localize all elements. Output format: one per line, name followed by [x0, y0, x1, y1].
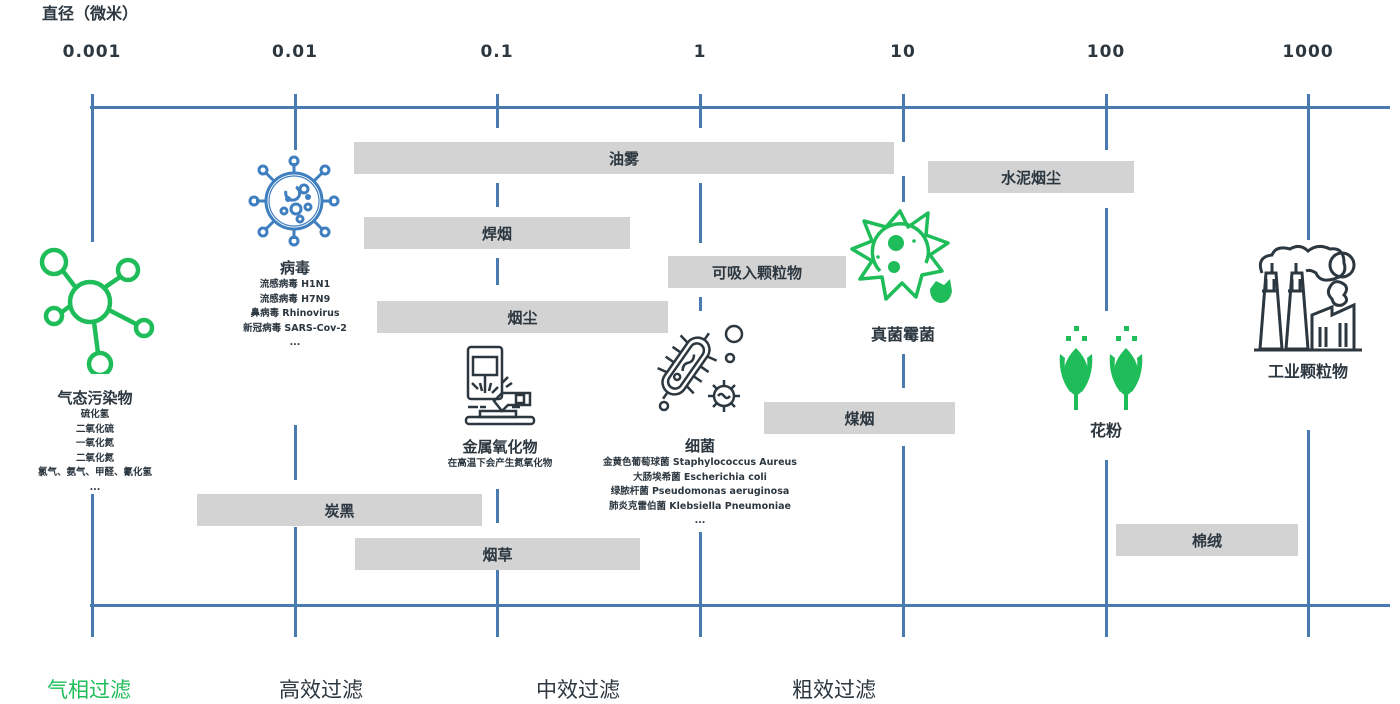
- filter-label-medium: 中效过滤: [536, 678, 620, 702]
- filter-label-gas-phase: 气相过滤: [47, 678, 131, 702]
- category-title: 金属氧化物: [462, 438, 538, 456]
- range-bar-inhalable-particles: 可吸入颗粒物: [668, 256, 846, 288]
- virus-icon: [248, 155, 340, 247]
- top-axis-line: [90, 106, 1390, 109]
- category-item: 新冠病毒 SARS-Cov-2: [243, 322, 347, 334]
- gridline-0.001: [91, 94, 94, 242]
- gridline-1: [699, 532, 702, 637]
- gridline-10: [902, 94, 905, 142]
- range-label: 可吸入颗粒物: [711, 263, 802, 282]
- category-bacteria: 细菌 金黄色葡萄球菌 Staphylococcus Aureus 大肠埃希菌 E…: [580, 437, 820, 529]
- category-virus: 病毒 流感病毒 H1N1 流感病毒 H7N9 鼻病毒 Rhinovirus 新冠…: [220, 259, 370, 351]
- range-label: 烟草: [482, 545, 513, 564]
- gridline-100: [1105, 208, 1108, 311]
- factory-icon: [1252, 243, 1364, 353]
- bottom-axis-line: [90, 604, 1390, 607]
- range-label: 水泥烟尘: [1000, 168, 1061, 187]
- tick-label-1000: 1000: [1282, 42, 1334, 62]
- gridline-0.1: [496, 568, 499, 637]
- gridline-1: [699, 297, 702, 311]
- category-item: 金黄色葡萄球菌 Staphylococcus Aureus: [603, 457, 797, 468]
- tick-label-10: 10: [890, 42, 916, 62]
- gridline-1000: [1307, 94, 1310, 240]
- range-bar-oil-mist: 油雾: [354, 142, 894, 174]
- welding-icon: [458, 343, 542, 427]
- range-bar-cotton-lint: 棉绒: [1116, 524, 1298, 556]
- category-item: 肺炎克雷伯菌 Klebsiella Pneumoniae: [609, 500, 791, 512]
- category-item: ...: [694, 515, 706, 526]
- axis-title: 直径（微米）: [42, 4, 139, 23]
- tick-label-0.01: 0.01: [272, 42, 318, 62]
- range-label: 焊烟: [481, 224, 512, 243]
- category-pollen: 花粉: [1056, 421, 1156, 440]
- category-item: 流感病毒 H7N9: [259, 293, 331, 305]
- gridline-10: [902, 176, 905, 202]
- range-label: 煤烟: [844, 409, 875, 428]
- range-label: 油雾: [608, 149, 639, 168]
- tick-label-0.001: 0.001: [62, 42, 122, 62]
- tick-label-1: 1: [693, 42, 707, 62]
- fungus-icon: [850, 205, 956, 305]
- category-title: 真菌霉菌: [870, 325, 935, 344]
- tick-label-100: 100: [1086, 42, 1126, 62]
- gridline-0.01: [294, 425, 297, 480]
- category-item: 二氧化氮: [75, 452, 114, 464]
- range-bar-carbon-black: 炭黑: [197, 494, 482, 526]
- category-item: 硫化氢: [80, 409, 110, 420]
- category-item: 二氧化硫: [75, 423, 114, 435]
- category-item: 一氧化氮: [75, 438, 114, 449]
- pollen-icon: [1058, 322, 1154, 410]
- gridline-0.01: [294, 94, 297, 150]
- gridline-1: [699, 94, 702, 128]
- filter-label-coarse: 粗效过滤: [792, 678, 876, 702]
- category-item: ...: [89, 481, 101, 493]
- gridline-0.01: [294, 527, 297, 637]
- gridline-1000: [1307, 430, 1310, 637]
- category-title: 病毒: [279, 259, 310, 277]
- range-bar-welding-fume: 焊烟: [364, 217, 630, 249]
- category-title: 工业颗粒物: [1267, 362, 1348, 381]
- gridline-0.1: [496, 489, 499, 523]
- gridline-10: [902, 446, 905, 637]
- gridline-0.1: [496, 183, 499, 207]
- gridline-0.1: [496, 258, 499, 285]
- range-label: 烟尘: [507, 308, 538, 327]
- range-label: 棉绒: [1191, 531, 1222, 550]
- category-title: 细菌: [684, 437, 715, 455]
- category-item: ...: [289, 337, 301, 348]
- category-gas: 气态污染物 硫化氢 二氧化硫 一氧化氮 二氧化氮 氯气、氨气、甲醛、氰化氢 ..…: [22, 389, 168, 495]
- category-item: 在高温下会产生氮氧化物: [447, 458, 553, 469]
- range-bar-tobacco: 烟草: [355, 538, 640, 570]
- category-item: 流感病毒 H1N1: [259, 279, 331, 290]
- range-bar-cement-dust: 水泥烟尘: [928, 161, 1134, 193]
- category-item: 绿脓杆菌 Pseudomonas aeruginosa: [610, 486, 790, 497]
- gridline-100: [1105, 94, 1108, 150]
- category-metal-oxide: 金属氧化物 在高温下会产生氮氧化物: [420, 438, 580, 472]
- gridline-1: [699, 183, 702, 243]
- gridline-10: [902, 354, 905, 388]
- category-fungi: 真菌霉菌: [850, 325, 956, 344]
- category-title: 花粉: [1089, 421, 1122, 440]
- range-label: 炭黑: [324, 501, 355, 520]
- range-bar-smoke-dust: 烟尘: [377, 301, 668, 333]
- filter-label-hepa: 高效过滤: [279, 678, 363, 702]
- category-title: 气态污染物: [57, 389, 133, 407]
- category-item: 氯气、氨气、甲醛、氰化氢: [37, 467, 152, 478]
- bacteria-icon: [652, 322, 748, 414]
- molecule-icon: [36, 244, 156, 374]
- category-industrial: 工业颗粒物: [1240, 362, 1376, 381]
- gridline-0.1: [496, 94, 499, 128]
- gridline-0.001: [91, 494, 94, 637]
- category-item: 大肠埃希菌 Escherichia coli: [633, 471, 767, 483]
- range-bar-coal-smoke: 煤烟: [764, 402, 955, 434]
- category-item: 鼻病毒 Rhinovirus: [250, 308, 340, 319]
- gridline-100: [1105, 460, 1108, 637]
- tick-label-0.1: 0.1: [480, 42, 514, 62]
